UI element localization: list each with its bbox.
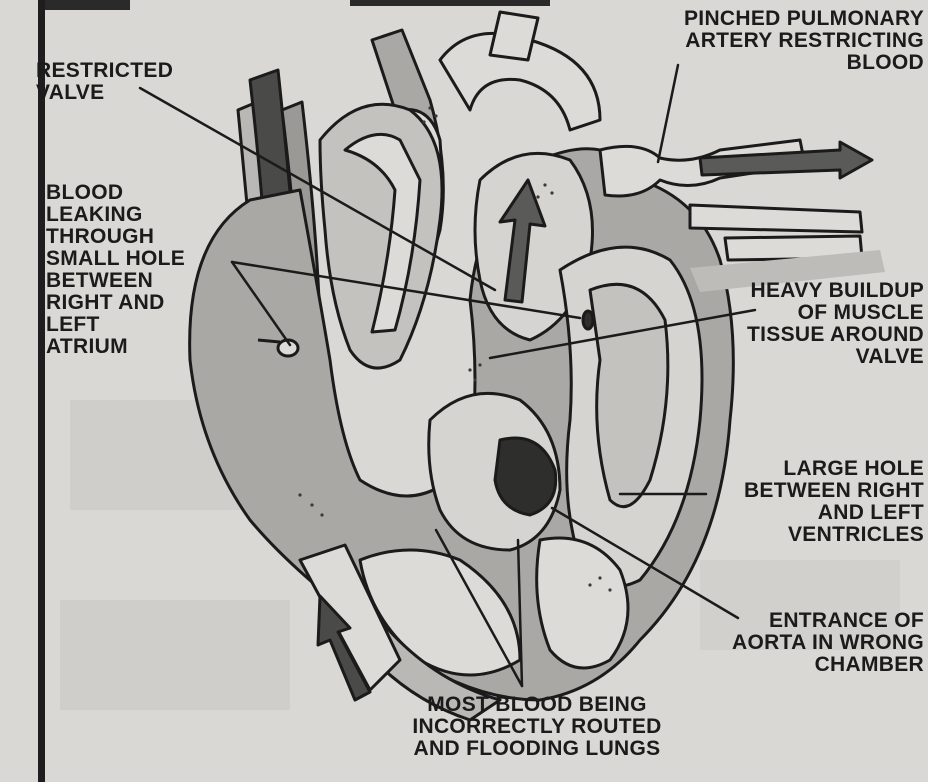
label-most-blood: MOST BLOOD BEING INCORRECTLY ROUTED AND … <box>352 694 722 760</box>
label-heavy-buildup: HEAVY BUILDUP OF MUSCLE TISSUE AROUND VA… <box>690 280 924 368</box>
label-entrance-aorta: ENTRANCE OF AORTA IN WRONG CHAMBER <box>688 610 924 676</box>
label-pinched-pulmonary-artery: PINCHED PULMONARY ARTERY RESTRICTING BLO… <box>600 8 924 74</box>
label-large-hole: LARGE HOLE BETWEEN RIGHT AND LEFT VENTRI… <box>690 458 924 546</box>
label-blood-leaking: BLOOD LEAKING THROUGH SMALL HOLE BETWEEN… <box>46 182 185 358</box>
hole-arrow <box>258 340 280 342</box>
valve-marker <box>583 311 593 329</box>
label-restricted-valve: RESTRICTED VALVE <box>36 60 173 104</box>
left-border-rule <box>38 0 45 782</box>
aorta-top-branch <box>490 12 538 60</box>
